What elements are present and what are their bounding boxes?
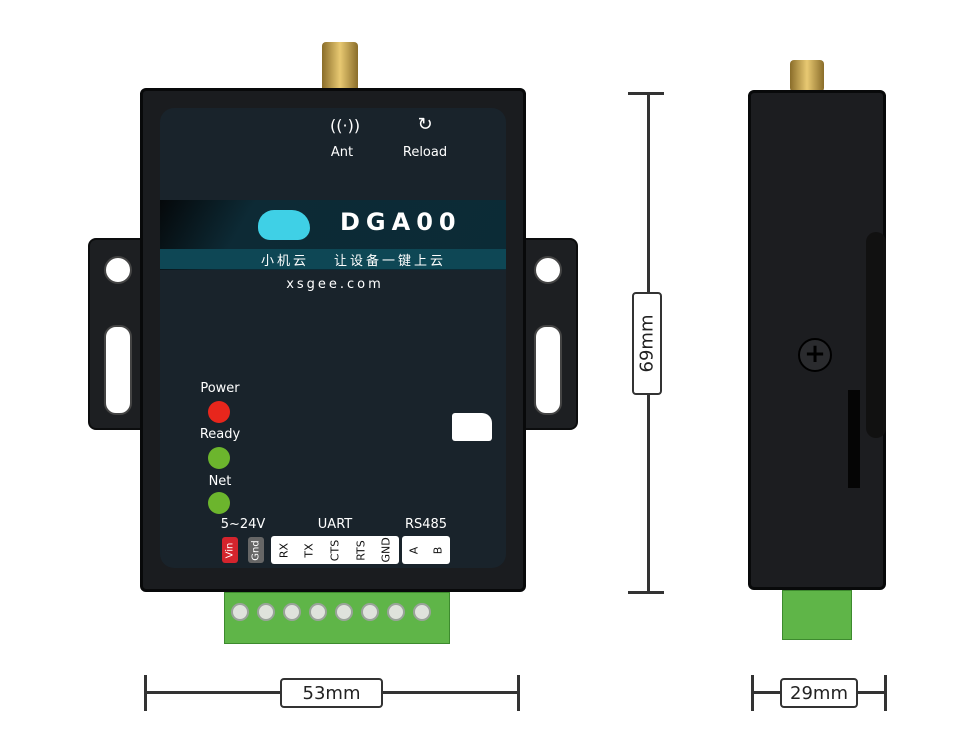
pin-cts: CTS — [328, 539, 342, 561]
pin-rts: RTS — [354, 539, 368, 561]
sim-slot — [848, 390, 860, 488]
height-label: 69mm — [632, 292, 662, 395]
rs485-pins: A B — [402, 536, 450, 564]
pin-tx: TX — [302, 542, 316, 558]
antenna-connector — [322, 42, 358, 92]
width-label: 53mm — [280, 678, 383, 708]
screw-icon: + — [798, 338, 832, 372]
height-text: 69mm — [636, 314, 658, 373]
website: xsgee.com — [286, 277, 384, 292]
rs485-title: RS485 — [404, 517, 448, 532]
led-label-power: Power — [200, 381, 240, 396]
mount-slot — [104, 325, 132, 415]
pin-gnd: GND — [379, 536, 393, 562]
slogan-strip — [160, 249, 506, 269]
side-ear — [866, 232, 886, 438]
antenna-icon: ((·)) — [330, 116, 361, 135]
reload-button-label[interactable]: Reload — [402, 145, 448, 160]
mount-hole — [104, 256, 132, 284]
pin-rx: RX — [277, 542, 291, 558]
pin-b: B — [431, 546, 445, 554]
led-label-net: Net — [208, 474, 232, 489]
cloud-logo-icon — [258, 210, 310, 240]
power-range: 5~24V — [220, 517, 266, 532]
mount-slot — [534, 325, 562, 415]
model-name: DGA00 — [340, 208, 462, 236]
net-led — [208, 492, 230, 514]
reload-icon: ↻ — [417, 114, 433, 135]
depth-label: 29mm — [780, 678, 858, 708]
sim-icon — [452, 413, 492, 441]
terminal-block — [224, 592, 450, 644]
vin-pin-label: Vin — [222, 537, 238, 563]
vin-text: Vin — [224, 542, 236, 558]
gnd-pin-label: Gnd — [248, 537, 264, 563]
ready-led — [208, 447, 230, 469]
power-led — [208, 401, 230, 423]
gnd-text: Gnd — [250, 539, 262, 561]
antenna-connector-side — [790, 60, 824, 92]
uart-title: UART — [317, 517, 353, 532]
led-label-ready: Ready — [199, 427, 241, 442]
terminal-block-side — [782, 590, 852, 640]
uart-pins: RX TX CTS RTS GND — [271, 536, 399, 564]
mount-hole — [534, 256, 562, 284]
front-panel — [160, 108, 506, 568]
ant-label: Ant — [330, 145, 354, 160]
slogan-cn: 让设备一键上云 — [333, 254, 446, 269]
pin-a: A — [407, 546, 421, 554]
brand-name-cn: 小机云 — [260, 254, 309, 269]
